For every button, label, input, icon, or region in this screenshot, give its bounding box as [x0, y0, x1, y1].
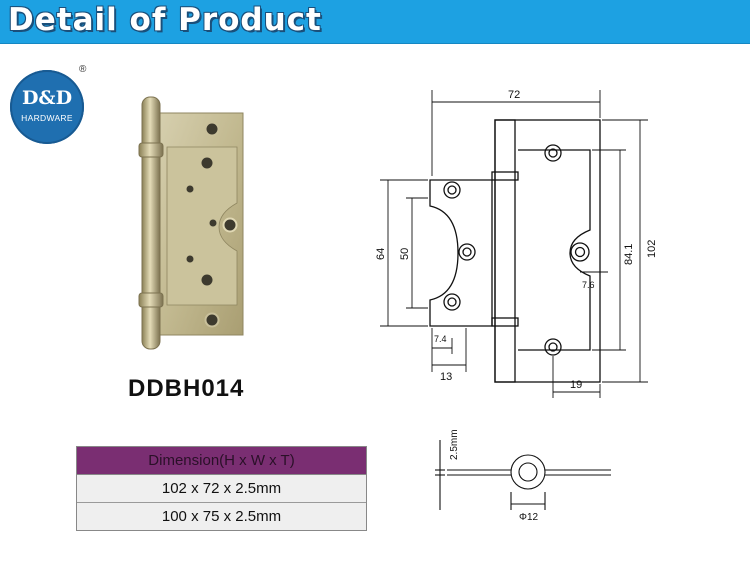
dim-right-offset-label: 19: [570, 379, 582, 391]
hinge-photo: [138, 96, 244, 350]
side-diameter-label: Φ12: [519, 512, 539, 523]
side-thickness-label: 2.5mm: [449, 429, 460, 460]
dim-leaf-offset-label: 13: [440, 371, 452, 383]
dim-width-label: 72: [508, 89, 520, 101]
dim-small-offset-label: 7.4: [434, 334, 447, 344]
dimension-table: Dimension(H x W x T) 102 x 72 x 2.5mm 10…: [76, 446, 367, 531]
side-view-drawing: 2.5mm Φ12: [435, 429, 611, 523]
technical-drawing: 72 102 84.1 64 50 13 7.4 7.6 19: [375, 89, 658, 398]
brand-logo: D&D HARDWARE: [10, 70, 84, 144]
dimension-row: 100 x 75 x 2.5mm: [77, 503, 366, 530]
dimension-table-header: Dimension(H x W x T): [77, 447, 366, 475]
logo-main-text: D&D: [21, 87, 73, 109]
dim-cutout-inner-label: 50: [399, 248, 411, 260]
header-banner: Detail of Product: [0, 0, 750, 44]
page-title: Detail of Product: [8, 2, 322, 38]
logo-sub-text: HARDWARE: [21, 113, 73, 123]
dim-height-label: 102: [646, 240, 658, 258]
dim-cutout-outer-label: 64: [375, 248, 387, 260]
dimension-row: 102 x 72 x 2.5mm: [77, 475, 366, 503]
dim-hole-offset-label: 7.6: [582, 280, 595, 290]
registered-mark: ®: [79, 64, 87, 75]
product-model: DDBH014: [128, 375, 245, 402]
dim-inner-height-label: 84.1: [623, 244, 635, 265]
